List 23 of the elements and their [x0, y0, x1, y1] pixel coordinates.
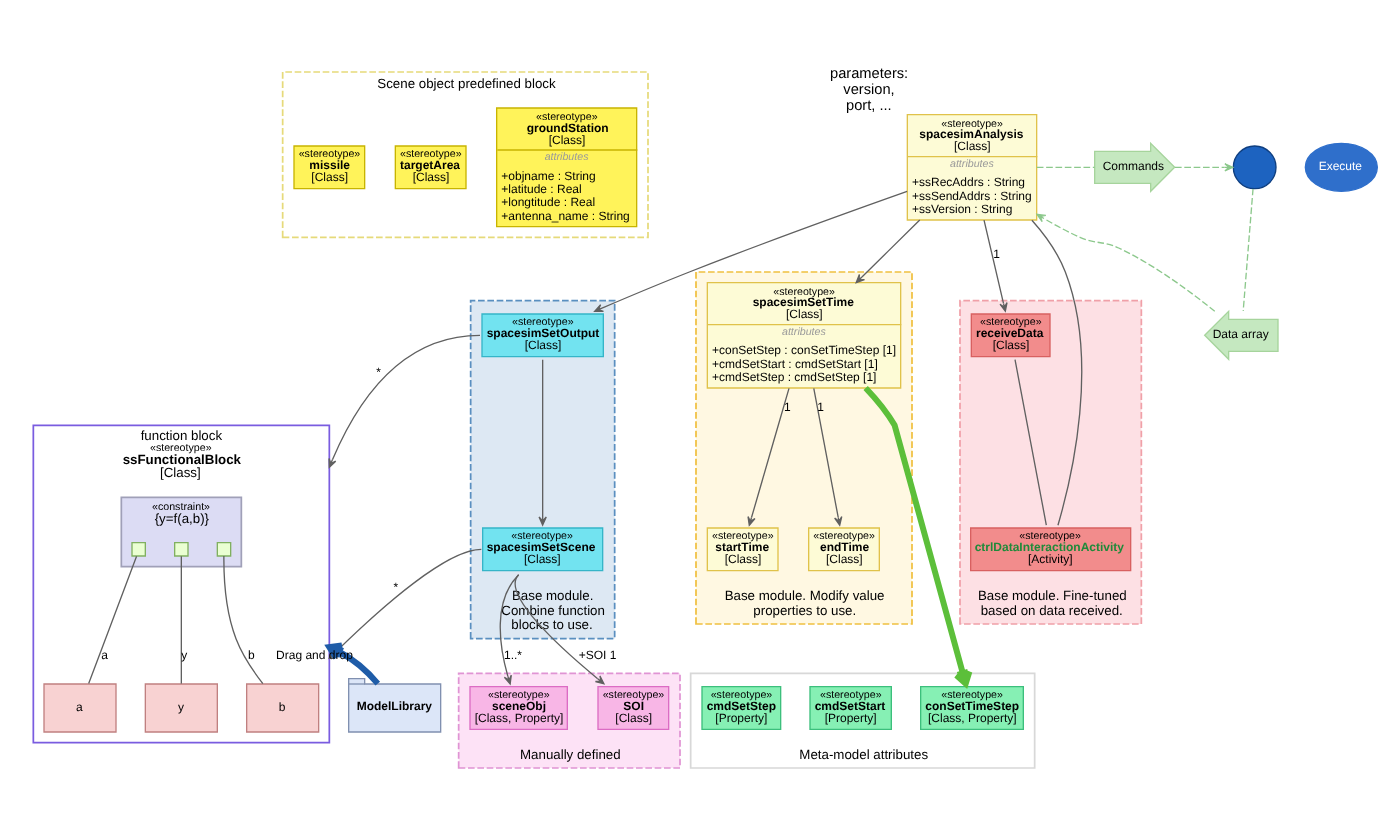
arrow: [594, 190, 908, 313]
node-circle: [1232, 145, 1277, 190]
node-label: parameters: version, port, ...: [830, 64, 909, 115]
arrow: [328, 334, 481, 468]
arrow: [747, 387, 790, 526]
arrow: [1036, 213, 1216, 312]
arrow: [538, 359, 547, 526]
node-box: [131, 542, 146, 557]
node-box: [216, 542, 232, 557]
connector: [223, 555, 264, 685]
arrow: [855, 219, 921, 284]
arrow: [813, 387, 843, 526]
arrow: [863, 386, 973, 687]
arrow: [983, 219, 1008, 312]
connector: [1036, 166, 1096, 168]
arrow: [499, 574, 520, 685]
connector: [1031, 219, 1083, 526]
arrow: [1174, 163, 1234, 172]
connector: [1242, 188, 1254, 312]
connector: [88, 555, 138, 685]
node-box: [174, 542, 189, 557]
connector: [180, 555, 182, 685]
connector: [1014, 359, 1047, 526]
